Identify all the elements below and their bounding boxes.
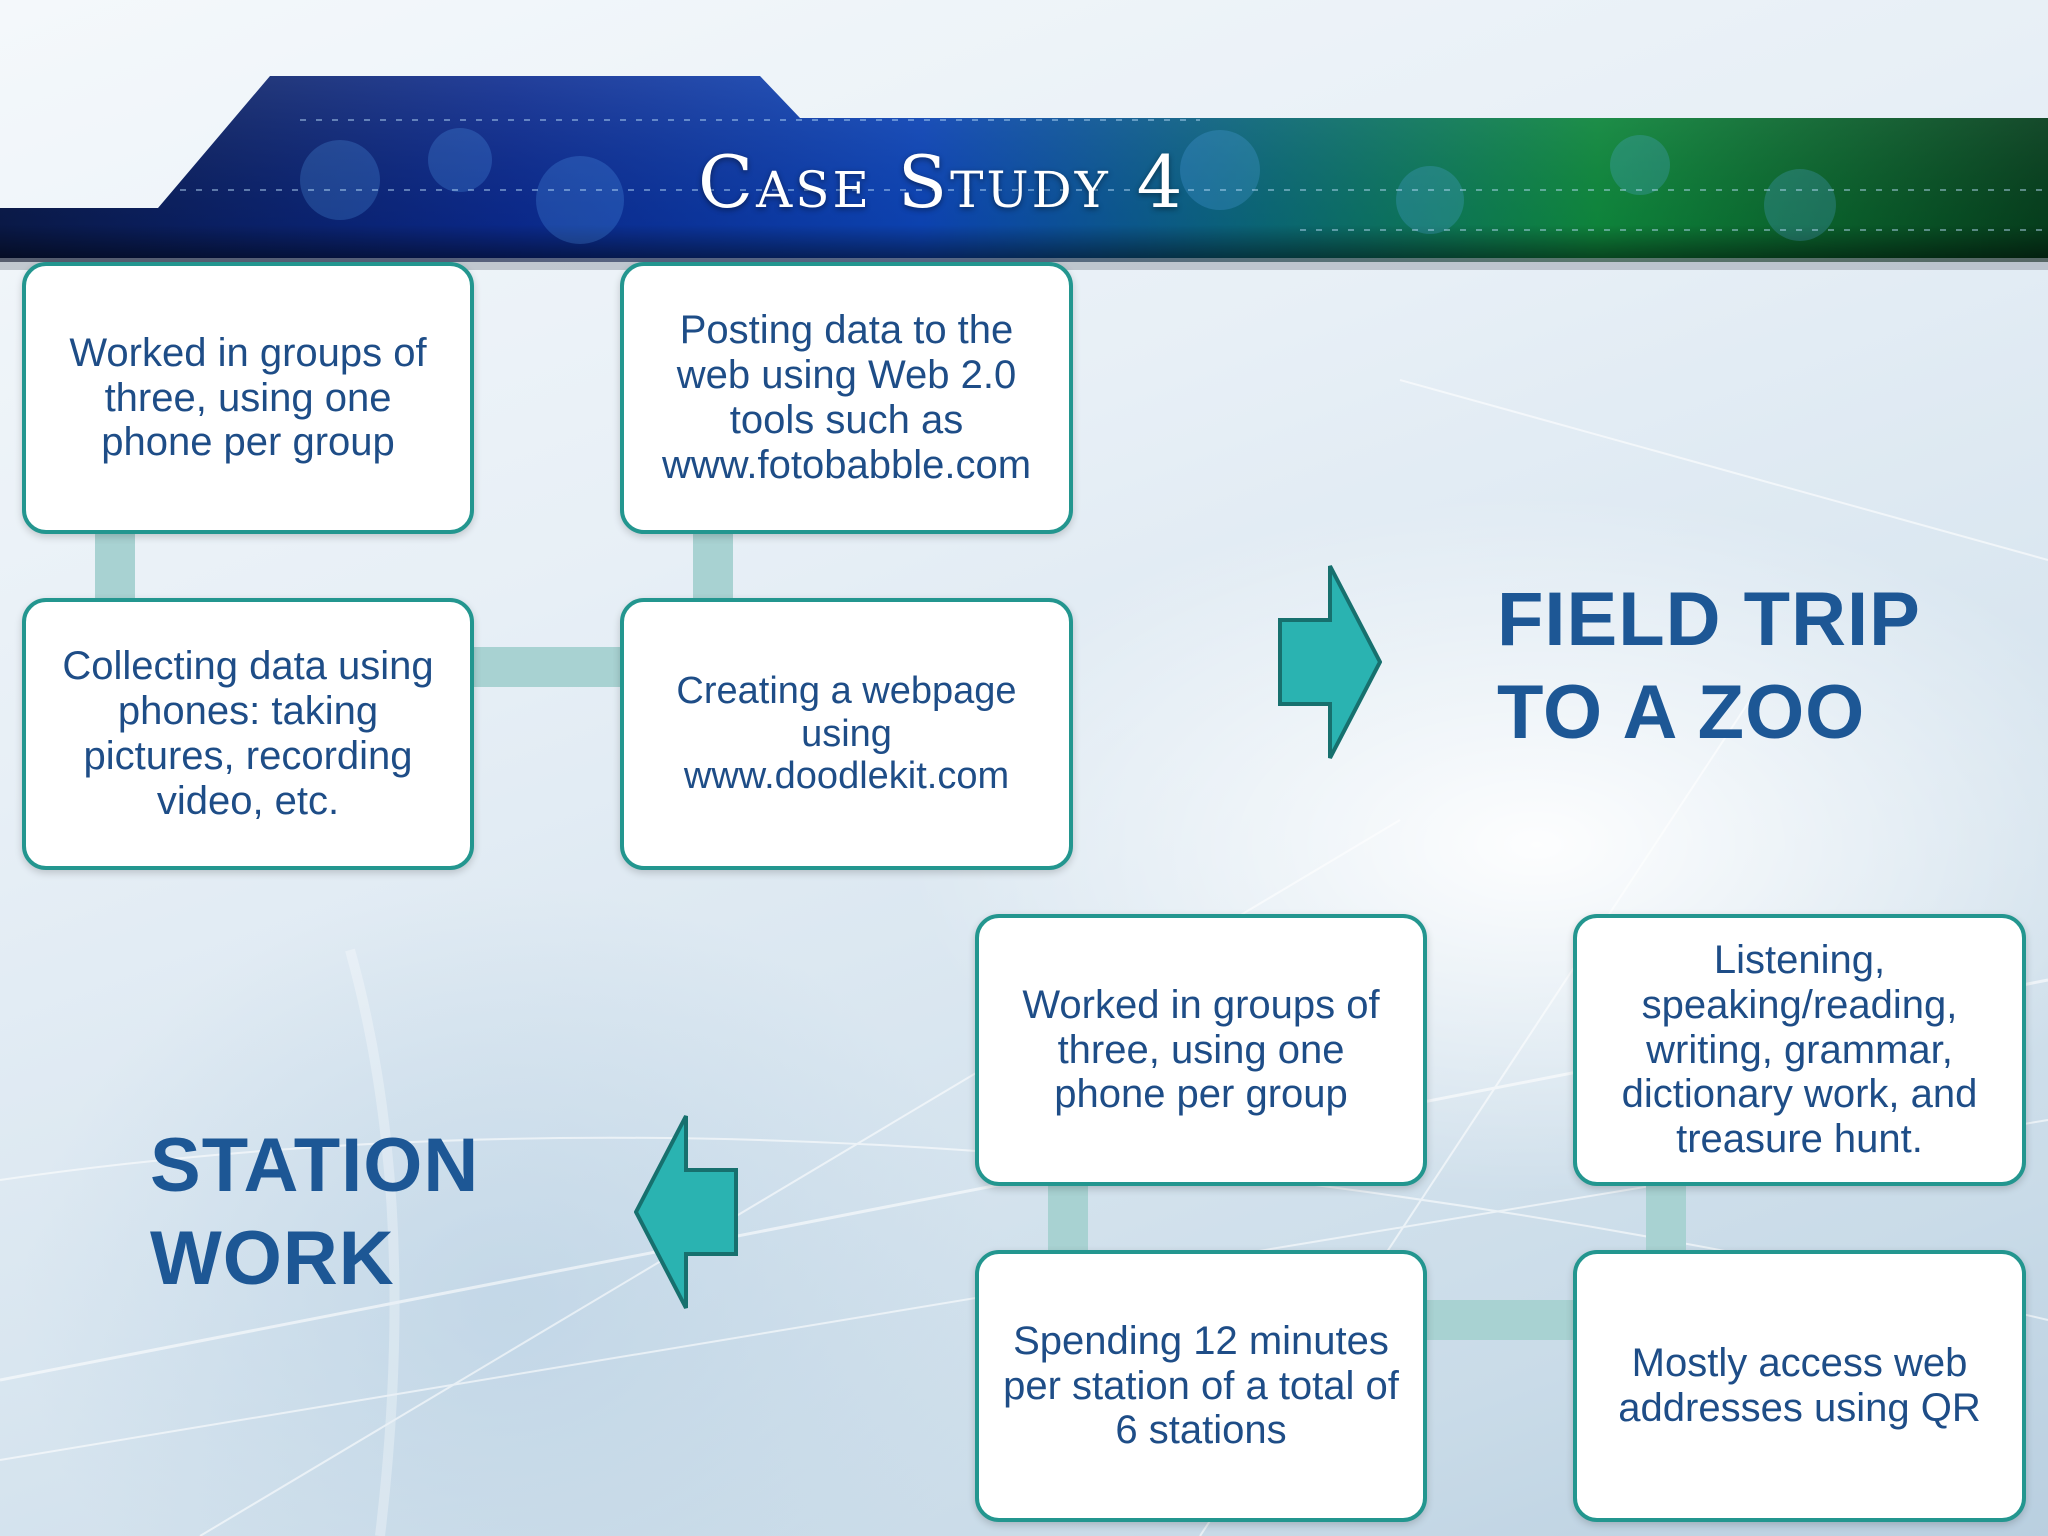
connector-bottom-horizontal (1424, 1300, 1576, 1340)
right-arrow-icon (1278, 565, 1382, 759)
heading-station-work: STATION WORK (150, 1120, 479, 1305)
connector-bottom-right-vertical (1646, 1182, 1686, 1254)
slide-title: Case Study 4 (698, 140, 1186, 224)
box-station-skills: Listening, speaking/reading, writing, gr… (1573, 914, 2026, 1186)
left-arrow-icon (634, 1115, 738, 1309)
box-field-trip-groups: Worked in groups of three, using one pho… (22, 262, 474, 534)
connector-bottom-left-vertical (1048, 1182, 1088, 1254)
box-field-trip-webpage: Creating a webpage using www.doodlekit.c… (620, 598, 1073, 870)
box-field-trip-collecting: Collecting data using phones: taking pic… (22, 598, 474, 870)
heading-field-trip: FIELD TRIP TO A ZOO (1497, 574, 1921, 759)
header-banner (0, 76, 2048, 270)
connector-top-left-vertical (95, 530, 135, 602)
box-station-qr: Mostly access web addresses using QR (1573, 1250, 2026, 1522)
connector-top-horizontal (472, 647, 624, 687)
heading-field-trip-line2: TO A ZOO (1497, 669, 1866, 755)
connector-top-right-vertical (693, 530, 733, 602)
box-field-trip-posting: Posting data to the web using Web 2.0 to… (620, 262, 1073, 534)
heading-field-trip-line1: FIELD TRIP (1497, 577, 1921, 662)
heading-station-work-line2: WORK (150, 1215, 395, 1301)
heading-station-work-line1: STATION (150, 1123, 480, 1208)
box-station-groups: Worked in groups of three, using one pho… (975, 914, 1427, 1186)
box-station-timing: Spending 12 minutes per station of a tot… (975, 1250, 1427, 1522)
